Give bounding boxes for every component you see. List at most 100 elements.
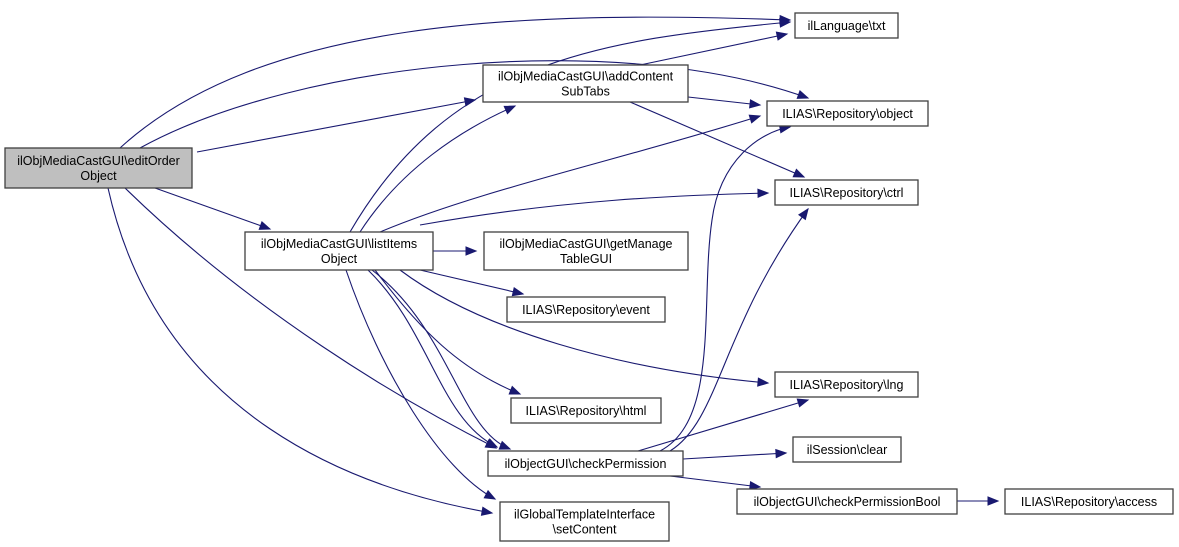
node-lng[interactable]: ILIAS\Repository\lng (774, 371, 919, 398)
arrowhead-icon (465, 246, 478, 256)
edge-addContentSubTabs-to-object (687, 96, 762, 109)
edge-editOrder-to-listItems (154, 187, 272, 230)
node-label: TableGUI (560, 252, 612, 266)
arrowhead-icon (463, 97, 477, 107)
edge-line (371, 269, 511, 450)
edge-line (399, 269, 769, 384)
node-label: Object (321, 252, 358, 266)
arrowhead-icon (485, 438, 499, 448)
node-html[interactable]: ILIAS\Repository\html (510, 397, 662, 424)
arrowhead-icon (775, 448, 788, 459)
edge-line (374, 269, 521, 395)
arrowhead-icon (796, 89, 810, 99)
edge-line (637, 399, 809, 452)
arrowhead-icon (797, 207, 809, 221)
node-box[interactable] (4, 147, 193, 189)
edge-line (659, 126, 791, 452)
edge-line (107, 187, 493, 514)
arrowhead-icon (503, 105, 517, 115)
node-box[interactable] (774, 371, 919, 398)
arrowhead-icon (258, 221, 272, 230)
arrowhead-icon (757, 188, 770, 198)
node-box[interactable] (774, 179, 919, 206)
node-box[interactable] (792, 436, 902, 463)
node-label: ilObjMediaCastGUI\editOrder (17, 154, 180, 168)
node-box[interactable] (736, 488, 958, 515)
node-txt[interactable]: ilLanguage\txt (794, 12, 899, 39)
node-checkPermissionBool[interactable]: ilObjectGUI\checkPermissionBool (736, 488, 958, 515)
edge-line (629, 101, 805, 178)
edge-line (682, 452, 787, 460)
node-label: ilSession\clear (807, 443, 888, 457)
edge-line (196, 99, 476, 153)
arrowhead-icon (987, 496, 1000, 506)
edge-editOrder-to-checkPermission (124, 187, 498, 449)
edge-listItems-to-event (419, 269, 525, 297)
edge-listItems-to-object (379, 114, 762, 233)
node-label: ILIAS\Repository\access (1021, 495, 1157, 509)
node-label: ilObjectGUI\checkPermissionBool (754, 495, 941, 509)
node-box[interactable] (244, 231, 434, 271)
edge-listItems-to-html (374, 269, 522, 395)
node-box[interactable] (483, 231, 689, 271)
arrowhead-icon (757, 377, 770, 387)
arrowhead-icon (779, 18, 792, 28)
edge-listItems-to-checkPermission (367, 269, 499, 448)
edge-line (419, 269, 524, 295)
node-label: ilObjMediaCastGUI\getManage (500, 237, 673, 251)
edge-addContentSubTabs-to-ctrl (629, 101, 806, 178)
node-label: Object (80, 169, 117, 183)
node-clear[interactable]: ilSession\clear (792, 436, 902, 463)
edge-line (154, 187, 271, 230)
node-box[interactable] (487, 450, 684, 477)
node-label: ILIAS\Repository\ctrl (790, 186, 904, 200)
edge-addContentSubTabs-to-txt (639, 31, 789, 66)
arrowhead-icon (792, 168, 806, 178)
edge-checkPermission-to-checkPermissionBool (669, 475, 762, 491)
node-checkPermission[interactable]: ilObjectGUI\checkPermission (487, 450, 684, 477)
edge-checkPermission-to-clear (682, 448, 788, 460)
node-label: ILIAS\Repository\html (526, 404, 647, 418)
node-label: ilGlobalTemplateInterface (514, 508, 655, 522)
arrowhead-icon (508, 385, 522, 395)
edge-editOrder-to-addContentSubTabs (196, 97, 477, 153)
edge-checkPermissionBool-to-access (957, 496, 1000, 506)
node-box[interactable] (506, 296, 666, 323)
arrowhead-icon (511, 287, 525, 297)
node-box[interactable] (1004, 488, 1174, 515)
edge-checkPermission-to-lng (637, 398, 810, 452)
node-label: ILIAS\Repository\event (522, 303, 650, 317)
arrowhead-icon (748, 114, 762, 124)
edge-line (359, 105, 516, 233)
edge-editOrder-to-setContent (107, 187, 494, 516)
edge-listItems-to-setContent (345, 269, 497, 500)
node-object[interactable]: ILIAS\Repository\object (766, 100, 929, 127)
node-box[interactable] (482, 64, 689, 103)
node-box[interactable] (510, 397, 662, 424)
node-setContent[interactable]: ilGlobalTemplateInterface\setContent (499, 501, 670, 542)
edge-editOrder-to-object (139, 60, 810, 149)
node-box[interactable] (794, 12, 899, 39)
node-box[interactable] (766, 100, 929, 127)
edge-line (687, 96, 761, 106)
node-label: ilObjectGUI\checkPermission (505, 457, 667, 471)
arrowhead-icon (498, 440, 512, 450)
edge-checkPermission-to-object (659, 124, 792, 452)
node-ctrl[interactable]: ILIAS\Repository\ctrl (774, 179, 919, 206)
node-access[interactable]: ILIAS\Repository\access (1004, 488, 1174, 515)
node-event[interactable]: ILIAS\Repository\event (506, 296, 666, 323)
edge-line (379, 115, 761, 233)
node-box[interactable] (499, 501, 670, 542)
node-label: SubTabs (561, 85, 610, 99)
edge-line (124, 187, 497, 449)
node-label: \setContent (553, 523, 617, 537)
edge-listItems-to-txt (349, 18, 792, 233)
node-label: ilLanguage\txt (808, 19, 886, 33)
nodes-layer: ilObjMediaCastGUI\editOrderObjectilObjMe… (4, 12, 1174, 542)
node-label: ILIAS\Repository\lng (790, 378, 904, 392)
